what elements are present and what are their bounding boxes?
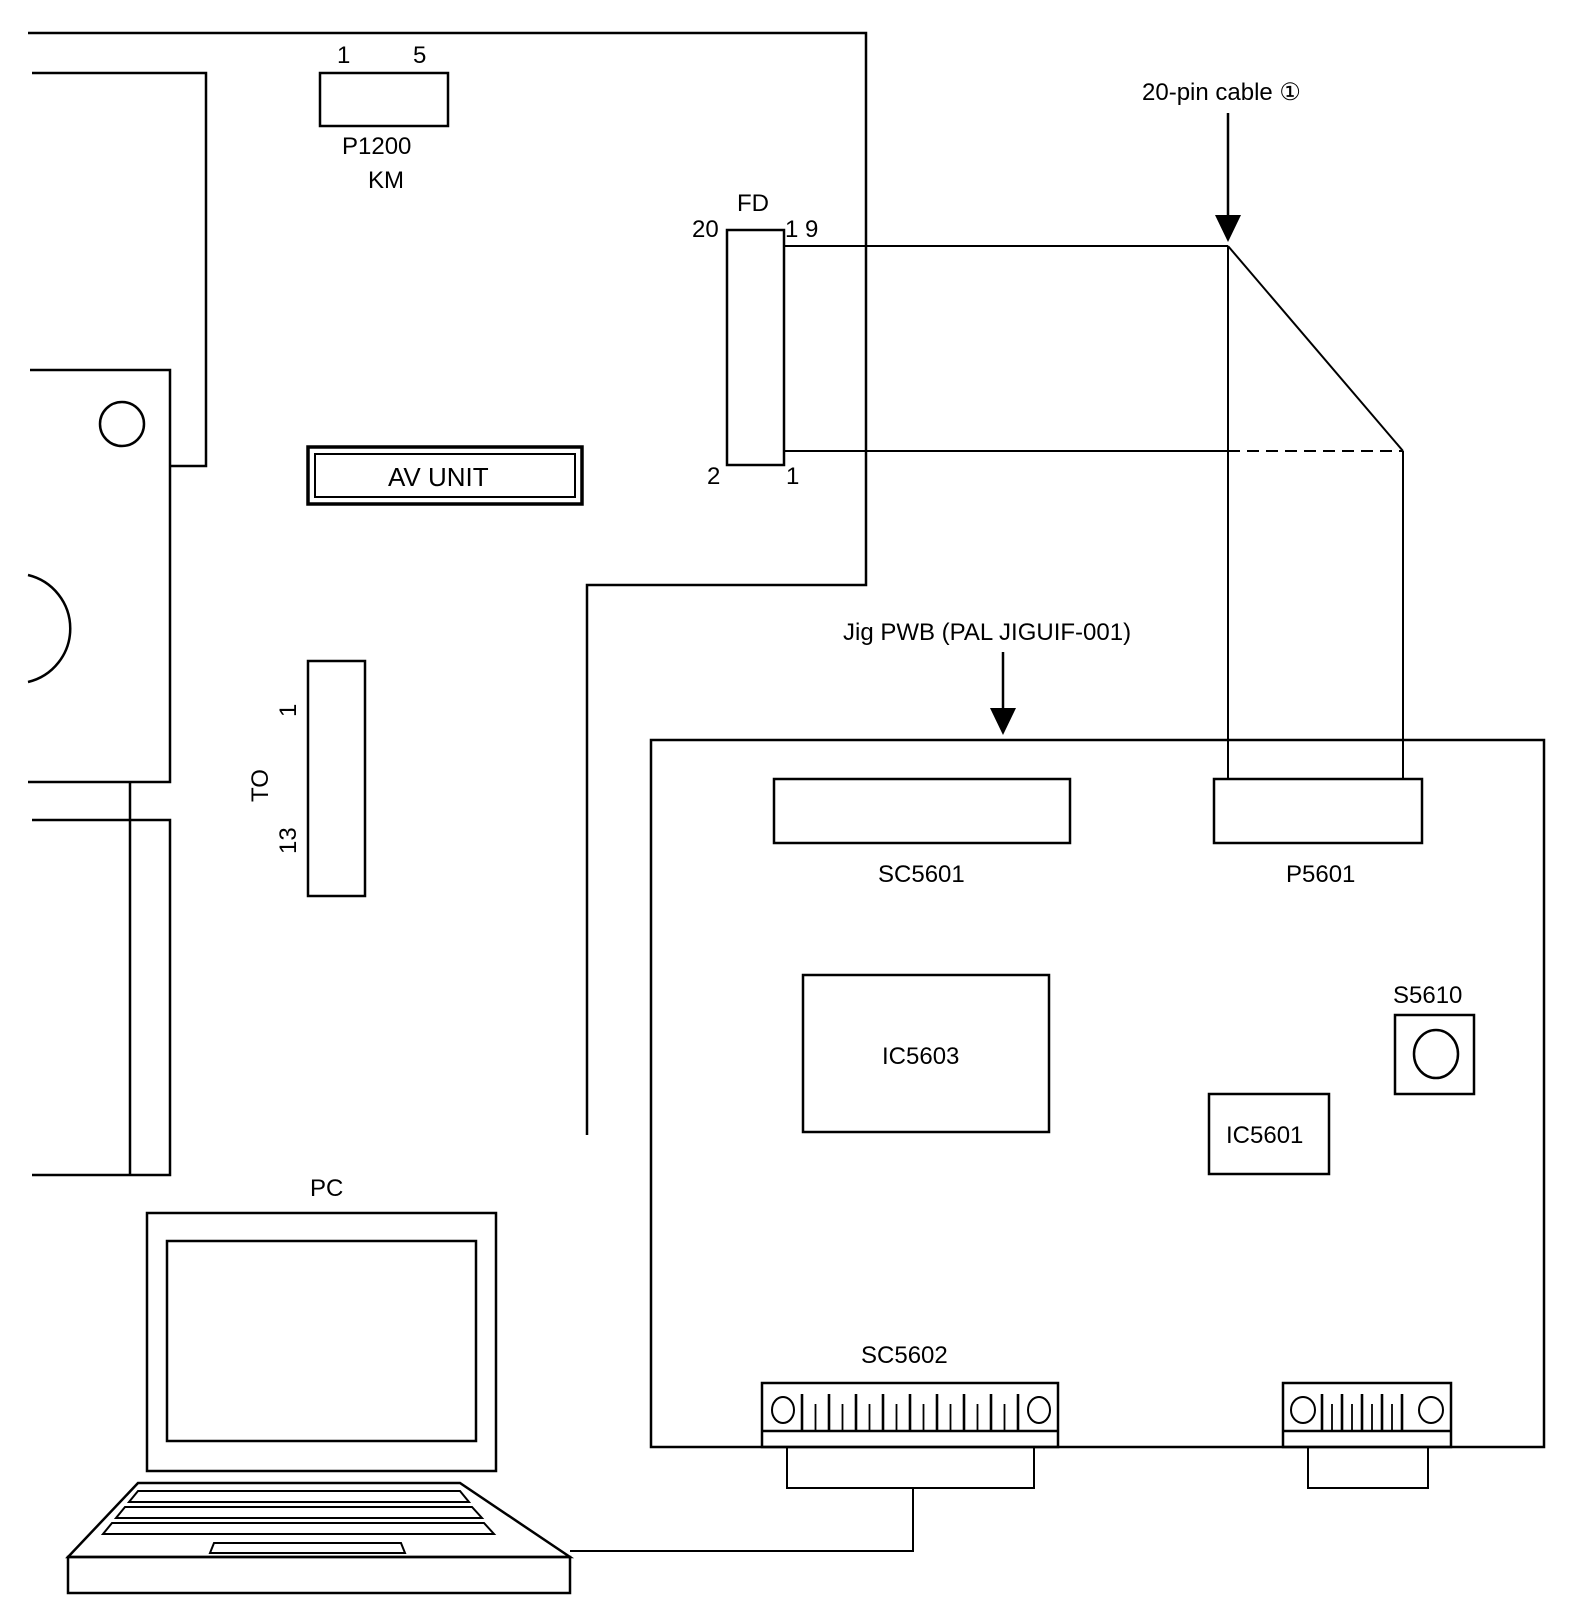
pc-serial-cable: [570, 1488, 914, 1552]
av-unit-outer-frame: [306, 445, 584, 506]
fd-pin-2: 2: [707, 463, 720, 490]
right-dsub-body: [1281, 1381, 1453, 1449]
keyboard-row-2: [113, 1506, 485, 1519]
p1200-pin-first: 1: [337, 42, 350, 69]
sc5601-body: [772, 777, 1072, 845]
km-label: KM: [368, 167, 404, 194]
left-frame-upper: [32, 71, 208, 468]
s5610-label: S5610: [1393, 982, 1462, 1009]
pc-label: PC: [310, 1175, 343, 1202]
fd-pin-1: 1: [786, 463, 799, 490]
cable-fold-diagonal: [1227, 245, 1404, 452]
touchpad: [208, 1542, 407, 1554]
jig-pwb: Jig PWB (PAL JIGUIF-001) SC5601 P5601 IC…: [649, 619, 1546, 1449]
keyboard-row-3: [100, 1522, 497, 1535]
av-unit-inner-frame: [314, 453, 576, 498]
right-dsub-screw-right: [1418, 1396, 1444, 1424]
board-outline: [28, 31, 868, 1135]
connector-fd: FD 20 1 9 2 1: [692, 190, 818, 490]
right-dsub-shell: [1307, 1446, 1429, 1489]
ic5601-body: [1207, 1092, 1331, 1176]
jig-pwb-board: [649, 738, 1546, 1449]
fd-pin-20: 20: [692, 216, 719, 243]
ic5601-label: IC5601: [1226, 1122, 1303, 1149]
jig-pwb-label: Jig PWB (PAL JIGUIF-001): [843, 619, 1131, 646]
left-frame-middle: [28, 368, 172, 784]
ic5603-body: [801, 973, 1051, 1134]
sc5601-label: SC5601: [878, 861, 965, 888]
av-unit-box: AV UNIT: [306, 445, 584, 506]
fd-pin-19: 1 9: [785, 216, 818, 243]
pc-laptop: PC: [65, 1175, 575, 1595]
p1200-body: [318, 71, 450, 128]
to-label: TO: [247, 769, 274, 802]
av-unit-label: AV UNIT: [388, 462, 489, 492]
p1200-pin-last: 5: [413, 42, 426, 69]
left-frame-lower: [32, 818, 172, 1177]
connector-p1200: 1 5 P1200 KM: [318, 42, 450, 194]
fd-label: FD: [737, 190, 769, 217]
laptop-base: [65, 1481, 575, 1559]
sc5602-label: SC5602: [861, 1342, 948, 1369]
s5610-body: [1393, 1013, 1476, 1096]
p5601-body: [1212, 777, 1424, 845]
left-mechanism: [27, 71, 208, 1177]
to-body: [306, 659, 367, 898]
to-pin-13: 13: [275, 827, 302, 854]
p5601-label: P5601: [1286, 861, 1355, 888]
cable-20pin: 20-pin cable ①: [784, 79, 1404, 779]
sc5602-screw-right: [1027, 1396, 1051, 1424]
drum-arc: [27, 573, 72, 684]
laptop-screen: [165, 1239, 478, 1443]
jig-arrow-head: [990, 708, 1016, 735]
av-unit-board: [28, 31, 868, 1135]
ic5603-label: IC5603: [882, 1043, 959, 1070]
mount-hole: [98, 400, 146, 448]
connector-to: TO 1 13: [247, 659, 367, 898]
sc5602-shell: [786, 1446, 1035, 1489]
keyboard-row-1: [126, 1490, 472, 1503]
s5610-button: [1412, 1028, 1460, 1080]
connector-sc5602: SC5602: [760, 1342, 1060, 1489]
laptop-front-edge: [66, 1555, 572, 1595]
to-pin-1: 1: [275, 704, 302, 717]
p1200-label: P1200: [342, 133, 411, 160]
fd-body: [725, 228, 786, 467]
sc5602-pins: [800, 1394, 1020, 1431]
cable-arrow-head: [1215, 215, 1241, 242]
cable-label: 20-pin cable ①: [1142, 79, 1301, 106]
right-dsub-screw-left: [1290, 1396, 1316, 1424]
sc5602-screw-left: [771, 1396, 795, 1424]
right-dsub-pins: [1320, 1394, 1404, 1431]
laptop-lid: [145, 1211, 498, 1473]
connector-right-dsub: [1281, 1381, 1453, 1489]
